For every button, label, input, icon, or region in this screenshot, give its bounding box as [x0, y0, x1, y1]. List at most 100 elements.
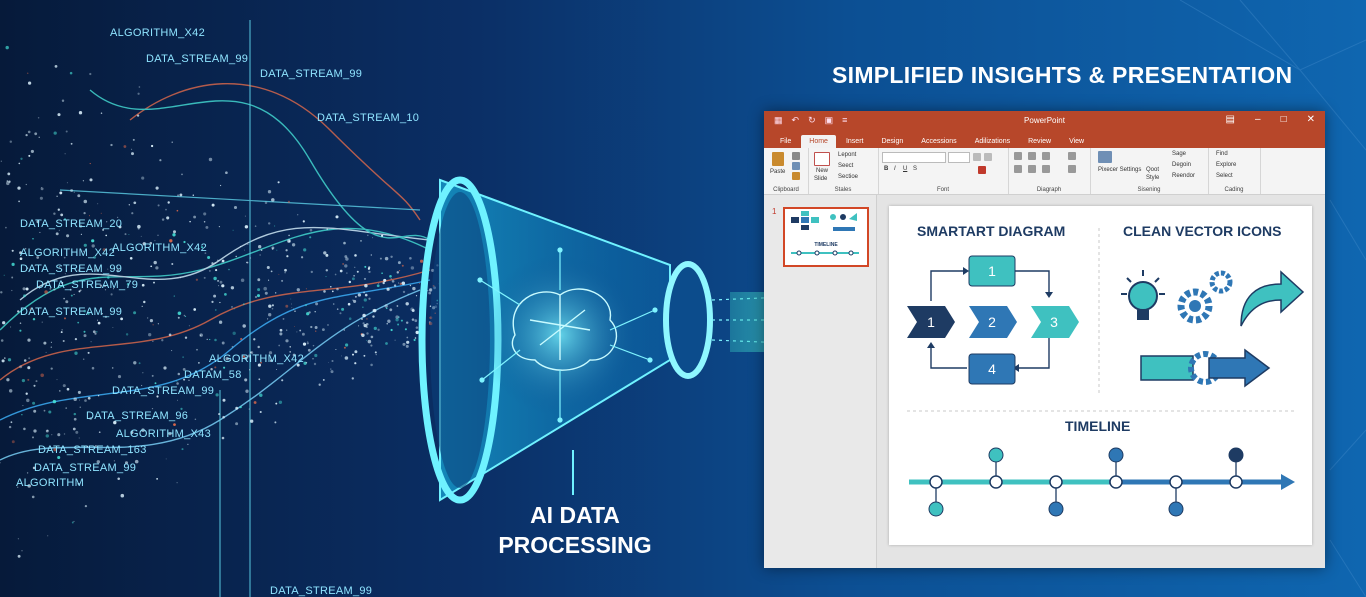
smartart-box-top[interactable]	[968, 255, 1016, 287]
minimize-icon[interactable]: –	[1255, 114, 1261, 125]
explore-button[interactable]: Explore	[1216, 162, 1237, 168]
particle	[27, 338, 31, 342]
paste-button[interactable]: Paste	[770, 169, 786, 175]
particle	[171, 141, 173, 143]
text-direction-icon[interactable]	[1068, 152, 1076, 160]
particle	[92, 330, 96, 334]
save-icon[interactable]: ▦	[774, 115, 783, 125]
step-label: 2	[988, 314, 996, 330]
particle	[405, 302, 409, 306]
particle	[269, 359, 273, 363]
quick-styles-label-1[interactable]: Qoot	[1146, 167, 1160, 173]
new-slide-label-2[interactable]: Slide	[814, 176, 828, 182]
smartart-chevron-3[interactable]	[1031, 306, 1079, 338]
copy-icon[interactable]	[792, 162, 800, 170]
particle	[385, 342, 388, 345]
particle	[185, 315, 187, 318]
smartart-chevron-1[interactable]	[907, 306, 955, 338]
strikethrough-icon[interactable]: S	[913, 166, 918, 172]
particle	[291, 306, 293, 308]
underline-icon[interactable]: U	[903, 166, 908, 172]
design-button[interactable]: Degoin	[1172, 162, 1192, 168]
particle	[104, 285, 106, 287]
step-label: 1	[927, 314, 935, 330]
particle	[203, 276, 206, 279]
redo-icon[interactable]: ↻	[808, 115, 816, 125]
particle	[215, 393, 219, 397]
particle	[80, 233, 82, 235]
tab-view[interactable]: View	[1069, 138, 1085, 145]
tab-insert[interactable]: Insert	[845, 138, 864, 145]
slide[interactable]: SMARTART DIAGRAM CLEAN VECTOR ICONS TIME…	[889, 206, 1312, 545]
close-icon[interactable]: ✕	[1306, 114, 1315, 125]
font-color-icon[interactable]	[978, 166, 986, 174]
convert-smartart-icon[interactable]	[1068, 165, 1076, 173]
reset-button[interactable]: Seect	[838, 163, 854, 169]
particle	[19, 251, 23, 255]
new-slide-icon[interactable]	[814, 152, 830, 166]
particle	[167, 201, 170, 204]
quick-styles-label-2[interactable]: Style	[1146, 175, 1160, 181]
particle	[188, 379, 190, 381]
font-name-select[interactable]	[882, 152, 946, 163]
smartart-chevron-2[interactable]	[969, 306, 1017, 338]
particle	[183, 378, 186, 381]
maximize-icon[interactable]: □	[1280, 114, 1287, 125]
tab-home[interactable]: Home	[801, 135, 836, 148]
particle	[47, 535, 49, 537]
select-button[interactable]: Select	[1216, 173, 1233, 179]
particle	[72, 281, 74, 283]
section-button[interactable]: Sectioe	[838, 174, 859, 180]
shapes-icon[interactable]	[1098, 151, 1112, 163]
italic-icon[interactable]: I	[894, 166, 896, 172]
undo-icon[interactable]: ↶	[791, 115, 800, 125]
tab-review[interactable]: Review	[1028, 138, 1052, 145]
bullets-icon[interactable]	[1014, 152, 1022, 160]
align-left-icon[interactable]	[1014, 165, 1022, 173]
ribbon-display-icon[interactable]: ▤	[1225, 114, 1235, 125]
indent-icon[interactable]	[1042, 152, 1050, 160]
align-right-icon[interactable]	[1042, 165, 1050, 173]
shape-fill-button[interactable]: Sage	[1172, 151, 1187, 157]
stream-label: DATA_STREAM_79	[36, 279, 139, 291]
particle	[315, 330, 317, 332]
paste-icon[interactable]	[772, 152, 784, 166]
particle	[222, 415, 225, 419]
smartart-box-bottom[interactable]	[968, 353, 1016, 385]
tab-adilizations[interactable]: Adilizations	[974, 138, 1011, 145]
find-button[interactable]: Find	[1216, 151, 1228, 157]
tab-file[interactable]: File	[780, 138, 792, 145]
shrink-font-icon[interactable]	[984, 153, 992, 161]
app-title: PowerPoint	[1024, 116, 1065, 125]
particle	[134, 459, 139, 464]
layout-button[interactable]: Lepont	[838, 152, 857, 158]
particle	[217, 279, 220, 282]
new-slide-label-1[interactable]: New	[816, 168, 829, 174]
particle	[296, 288, 300, 292]
particle	[77, 482, 80, 485]
grow-font-icon[interactable]	[973, 153, 981, 161]
bold-icon[interactable]: B	[884, 166, 889, 172]
particle	[400, 319, 403, 322]
particle	[284, 272, 286, 274]
customize-qat-icon[interactable]: ≡	[842, 115, 848, 125]
cut-icon[interactable]	[792, 152, 800, 160]
reorder-button[interactable]: Reendor	[1172, 173, 1196, 179]
particle	[84, 399, 87, 402]
tab-design[interactable]: Design	[881, 138, 904, 145]
tab-accessions[interactable]: Accessions	[921, 138, 957, 145]
align-center-icon[interactable]	[1028, 165, 1036, 173]
numbering-icon[interactable]	[1028, 152, 1036, 160]
particle	[155, 266, 159, 270]
slide-thumbnail[interactable]: TIMELINE	[783, 207, 869, 267]
present-icon[interactable]: ▣	[824, 115, 834, 125]
particle	[278, 400, 283, 404]
particle	[289, 346, 291, 348]
font-size-select[interactable]	[948, 152, 970, 163]
particle	[299, 329, 302, 332]
particle	[32, 401, 36, 405]
format-painter-icon[interactable]	[792, 172, 800, 180]
drawing-settings-button[interactable]: Pixecer Settings	[1098, 167, 1142, 173]
particle	[83, 309, 87, 313]
particle	[89, 417, 93, 420]
